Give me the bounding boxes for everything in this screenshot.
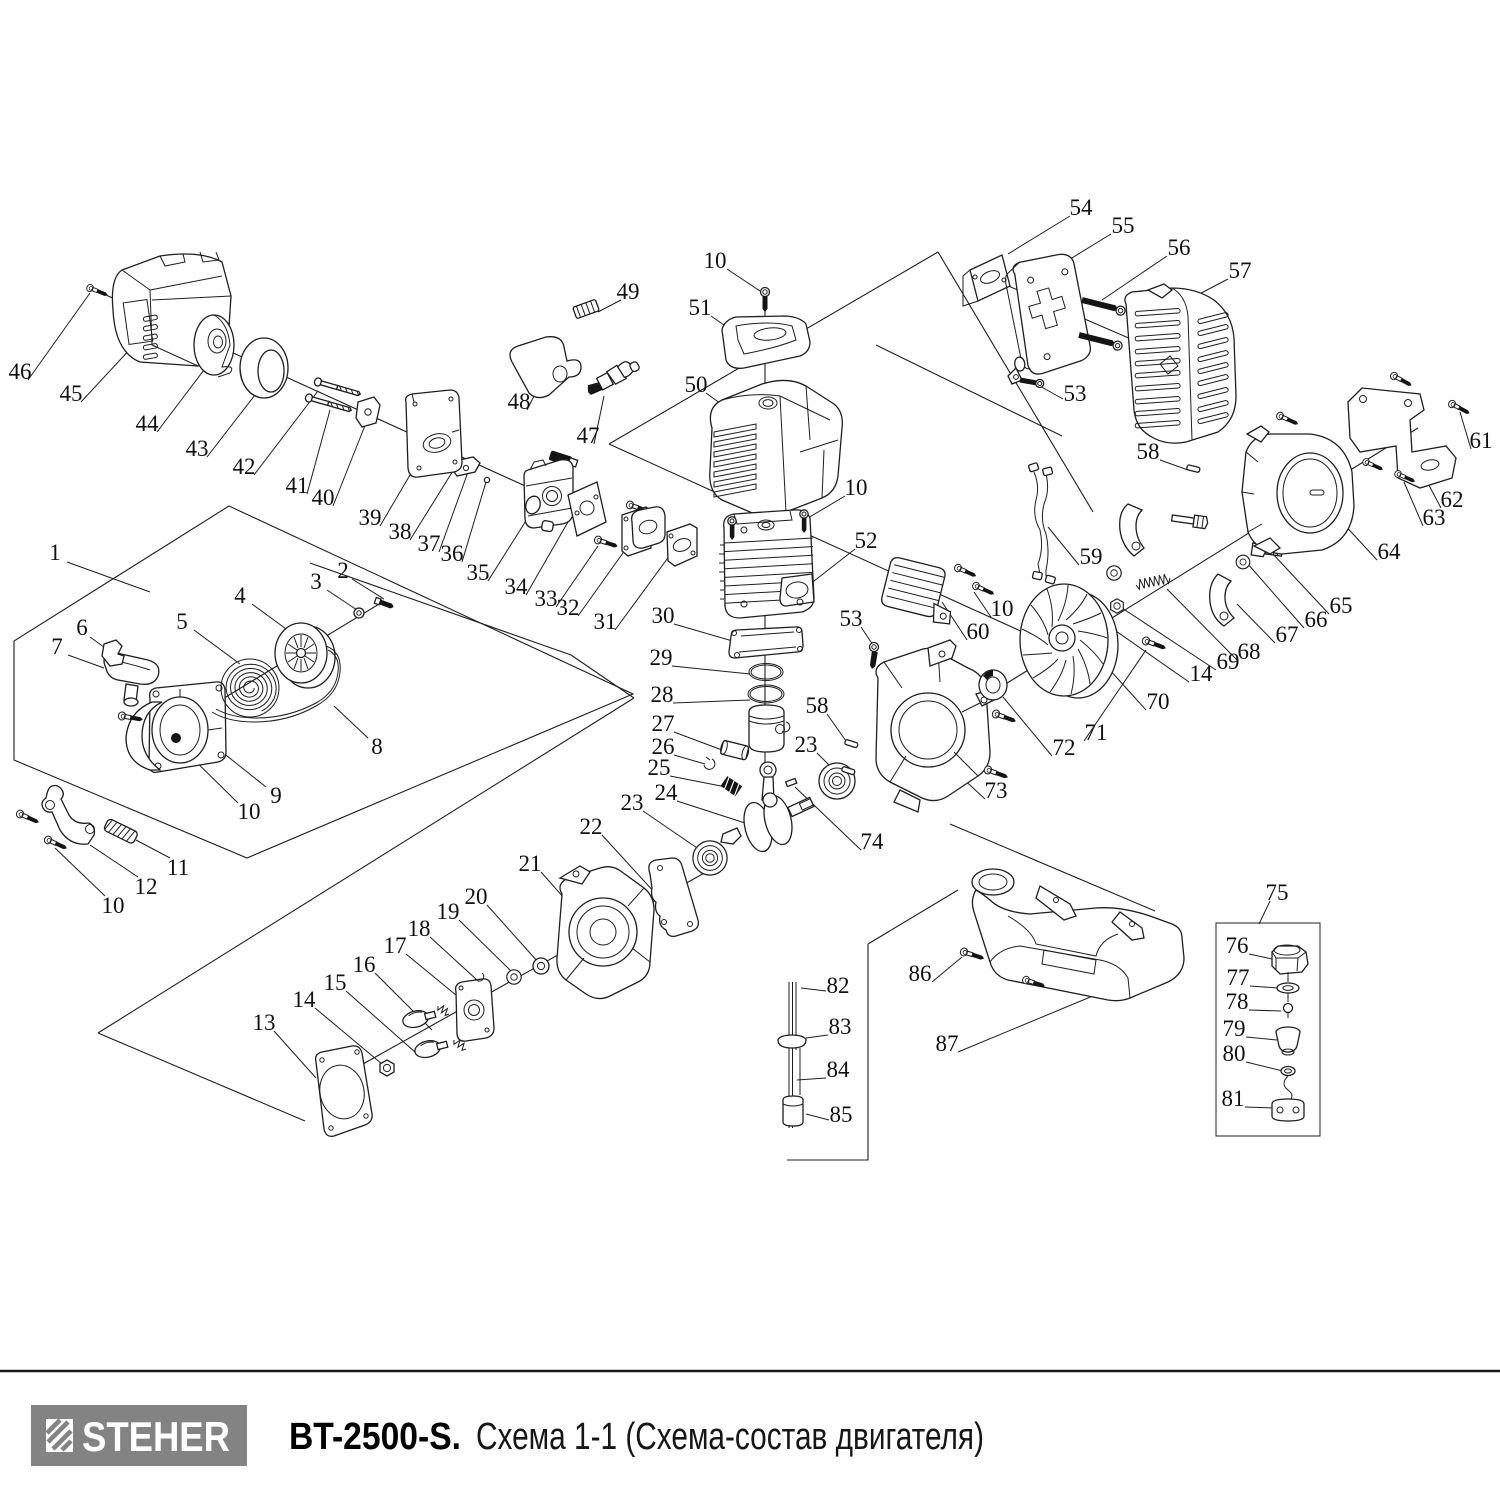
svg-text:10: 10: [238, 799, 261, 824]
svg-text:24: 24: [655, 780, 679, 805]
svg-text:60: 60: [967, 619, 990, 644]
svg-text:52: 52: [855, 528, 878, 553]
svg-text:6: 6: [76, 615, 88, 640]
svg-text:42: 42: [233, 454, 256, 479]
svg-text:15: 15: [324, 970, 347, 995]
svg-text:51: 51: [689, 295, 712, 320]
svg-text:50: 50: [685, 372, 708, 397]
svg-text:12: 12: [135, 874, 158, 899]
svg-text:10: 10: [102, 893, 125, 918]
svg-text:7: 7: [51, 634, 63, 659]
svg-text:10: 10: [704, 248, 727, 273]
svg-text:9: 9: [270, 783, 282, 808]
svg-text:46: 46: [9, 359, 32, 384]
svg-text:48: 48: [508, 389, 531, 414]
svg-text:58: 58: [1137, 439, 1160, 464]
svg-text:2: 2: [337, 558, 349, 583]
svg-text:67: 67: [1276, 622, 1299, 647]
svg-text:10: 10: [991, 596, 1014, 621]
svg-text:33: 33: [535, 586, 558, 611]
svg-text:14: 14: [293, 987, 317, 1012]
svg-text:44: 44: [136, 411, 160, 436]
svg-text:72: 72: [1053, 735, 1076, 760]
svg-text:39: 39: [359, 505, 382, 530]
svg-text:23: 23: [795, 732, 818, 757]
svg-text:56: 56: [1168, 235, 1191, 260]
svg-text:86: 86: [909, 961, 932, 986]
svg-text:70: 70: [1147, 689, 1170, 714]
svg-text:31: 31: [594, 609, 617, 634]
svg-text:53: 53: [1064, 381, 1087, 406]
svg-text:29: 29: [650, 645, 673, 670]
svg-text:25: 25: [648, 755, 671, 780]
svg-text:30: 30: [652, 603, 675, 628]
svg-text:13: 13: [253, 1010, 276, 1035]
svg-text:BT-2500-S.: BT-2500-S.: [289, 1416, 461, 1458]
svg-text:37: 37: [418, 531, 441, 556]
svg-text:83: 83: [829, 1014, 852, 1039]
svg-text:78: 78: [1226, 989, 1249, 1014]
svg-text:1: 1: [49, 540, 61, 565]
svg-text:32: 32: [557, 595, 580, 620]
svg-text:87: 87: [936, 1031, 959, 1056]
svg-text:14: 14: [1190, 661, 1214, 686]
svg-text:82: 82: [827, 973, 850, 998]
svg-text:54: 54: [1070, 195, 1094, 220]
svg-text:8: 8: [371, 734, 383, 759]
svg-text:77: 77: [1227, 965, 1250, 990]
svg-text:84: 84: [827, 1057, 851, 1082]
svg-text:62: 62: [1441, 487, 1464, 512]
svg-text:16: 16: [353, 952, 376, 977]
svg-text:68: 68: [1238, 639, 1261, 664]
svg-text:41: 41: [286, 473, 309, 498]
svg-text:63: 63: [1423, 505, 1446, 530]
svg-text:20: 20: [465, 884, 488, 909]
svg-text:53: 53: [840, 606, 863, 631]
svg-text:57: 57: [1229, 258, 1252, 283]
svg-text:59: 59: [1080, 544, 1103, 569]
svg-text:23: 23: [621, 790, 644, 815]
svg-text:69: 69: [1217, 649, 1240, 674]
svg-text:76: 76: [1226, 933, 1249, 958]
svg-text:79: 79: [1223, 1016, 1246, 1041]
svg-text:55: 55: [1112, 213, 1135, 238]
svg-text:34: 34: [505, 574, 529, 599]
svg-text:49: 49: [617, 279, 640, 304]
svg-text:17: 17: [384, 933, 407, 958]
svg-text:47: 47: [577, 423, 600, 448]
svg-text:36: 36: [441, 541, 464, 566]
svg-text:40: 40: [312, 485, 335, 510]
svg-text:Схема 1-1 (Схема-состав двигат: Схема 1-1 (Схема-состав двигателя): [476, 1416, 984, 1458]
svg-text:81: 81: [1222, 1086, 1245, 1111]
svg-text:5: 5: [176, 609, 188, 634]
svg-text:11: 11: [167, 855, 189, 880]
svg-text:73: 73: [985, 778, 1008, 803]
svg-text:28: 28: [651, 682, 674, 707]
svg-text:18: 18: [408, 916, 431, 941]
svg-text:64: 64: [1378, 539, 1402, 564]
svg-text:85: 85: [830, 1102, 853, 1127]
svg-text:74: 74: [861, 829, 885, 854]
svg-text:38: 38: [389, 519, 412, 544]
svg-text:71: 71: [1085, 720, 1108, 745]
svg-text:65: 65: [1330, 593, 1353, 618]
svg-text:45: 45: [60, 381, 83, 406]
svg-text:43: 43: [186, 436, 209, 461]
svg-text:58: 58: [806, 693, 829, 718]
svg-text:61: 61: [1470, 428, 1493, 453]
svg-text:75: 75: [1266, 880, 1289, 905]
svg-text:66: 66: [1305, 607, 1328, 632]
svg-text:26: 26: [652, 734, 675, 759]
svg-text:22: 22: [580, 814, 603, 839]
svg-text:10: 10: [845, 475, 868, 500]
svg-text:35: 35: [467, 560, 490, 585]
svg-text:80: 80: [1223, 1041, 1246, 1066]
svg-text:4: 4: [234, 583, 246, 608]
svg-text:27: 27: [652, 711, 675, 736]
svg-text:21: 21: [519, 851, 542, 876]
svg-text:3: 3: [310, 569, 322, 594]
svg-text:STEHER: STEHER: [82, 1413, 230, 1460]
svg-text:19: 19: [437, 899, 460, 924]
